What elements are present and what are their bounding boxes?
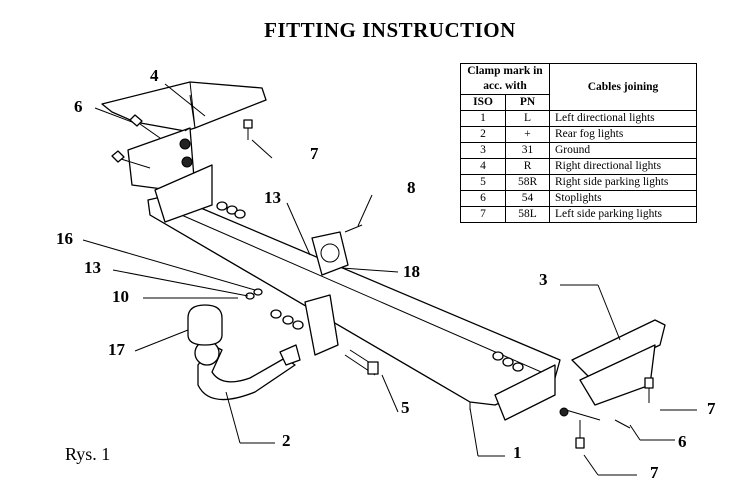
callout-17: 17	[108, 340, 125, 359]
fastener-nuts-and-washers	[216, 201, 524, 372]
right-bracket-part-3	[559, 319, 666, 449]
iso-cell: 4	[459, 158, 507, 175]
callout-5: 5	[401, 398, 410, 417]
left-bracket-part-4	[101, 81, 267, 191]
iso-cell: 7	[459, 206, 507, 223]
figure-label: Rys. 1	[65, 444, 111, 464]
cable-cell: Right directional lights	[549, 158, 697, 175]
callout-7: 7	[650, 463, 659, 482]
cable-cell: Rear fog lights	[549, 126, 697, 143]
callout-13: 13	[84, 258, 101, 277]
callout-4: 4	[150, 66, 159, 85]
iso-cell: 2	[459, 126, 507, 143]
cable-cell: Right side parking lights	[549, 174, 697, 191]
pn-cell: 31	[505, 142, 550, 159]
main-crossbar-part-1	[147, 164, 561, 421]
page-title: FITTING INSTRUCTION	[264, 18, 516, 42]
callout-7: 7	[310, 144, 319, 163]
pn-cell: 58R	[505, 174, 550, 191]
iso-cell: 5	[459, 174, 507, 191]
iso-cell: 6	[459, 190, 507, 207]
iso-header: ISO	[459, 94, 507, 111]
cable-cell: Left directional lights	[549, 110, 697, 127]
callout-10: 10	[112, 287, 129, 306]
callout-1: 1	[513, 443, 522, 462]
pn-cell: L	[505, 110, 550, 127]
callout-16: 16	[56, 229, 73, 248]
cable-joining-table: Clamp mark in acc. with Cables joining I…	[459, 63, 697, 223]
cable-cell: Left side parking lights	[549, 206, 697, 223]
callout-6: 6	[74, 97, 83, 116]
left-bracket-bolts	[111, 114, 253, 169]
callout-7: 7	[707, 399, 716, 418]
cables-joining-header: Cables joining	[549, 63, 697, 111]
pn-cell: 58L	[505, 206, 550, 223]
socket-bracket-part-18	[311, 224, 363, 276]
cable-cell: Ground	[549, 142, 697, 159]
pn-cell: +	[505, 126, 550, 143]
callout-leader-lines	[82, 83, 697, 476]
callout-3: 3	[539, 270, 548, 289]
clamp-mark-header: Clamp mark in acc. with	[460, 63, 550, 95]
callout-6: 6	[678, 432, 687, 451]
table-row: 2+Rear fog lights	[459, 126, 697, 143]
iso-cell: 1	[459, 110, 507, 127]
tow-ball-assembly	[187, 304, 301, 401]
pn-cell: R	[505, 158, 550, 175]
callout-2: 2	[282, 431, 291, 450]
cable-cell: Stoplights	[549, 190, 697, 207]
callout-13: 13	[264, 188, 281, 207]
callout-8: 8	[407, 178, 416, 197]
callout-18: 18	[403, 262, 420, 281]
pn-header: PN	[505, 94, 550, 111]
iso-cell: 3	[459, 142, 507, 159]
ball-mount-plate	[304, 294, 379, 376]
pn-cell: 54	[505, 190, 550, 207]
